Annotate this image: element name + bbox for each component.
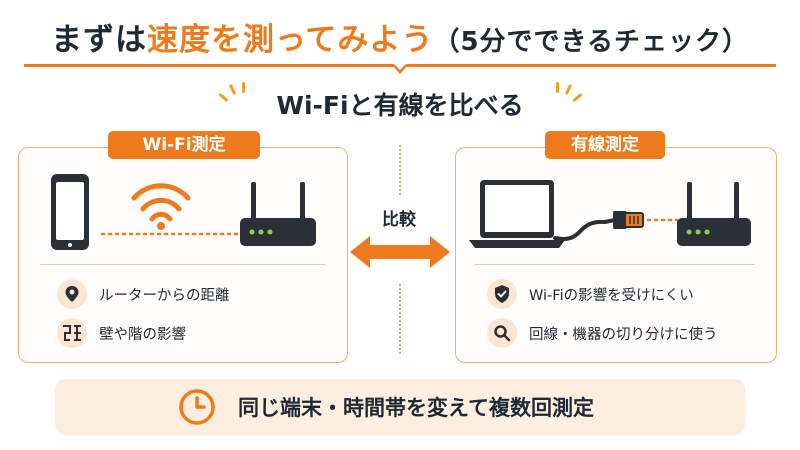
title-suffix: （5分でできるチェック） [433,27,750,57]
wifi-icon [131,183,191,230]
router-icon [240,182,316,246]
shield-check-icon [487,279,517,309]
ethernet-plug-icon [613,211,644,229]
smartphone-icon [51,174,89,250]
title-prefix: まずは [50,22,147,58]
title-accent: 速度を測ってみよう [146,22,434,58]
wifi-divider [40,264,325,265]
feature-wall-floor: 壁や階の影響 [57,318,186,348]
router-icon [677,182,751,246]
double-arrow-icon [350,236,450,268]
magnifier-icon [487,318,517,348]
feature-label: 回線・機器の切り分けに使う [529,326,718,343]
compare-label: 比較 [382,210,416,230]
location-pin-icon [57,279,87,309]
page-title: まずは速度を測ってみよう（5分でできるチェック） [0,14,800,59]
wired-illustration [469,180,751,248]
wall-icon [57,318,87,348]
wired-tag: 有線測定 [545,131,665,159]
wired-divider [475,264,755,265]
subtitle: Wi-Fiと有線を比べる [276,91,524,120]
feature-label: 壁や階の影響 [99,326,186,343]
center-dotted-bottom [399,284,401,354]
feature-router-distance: ルーターからの距離 [57,279,230,309]
footer-banner [55,379,745,435]
feature-label: ルーターからの距離 [99,287,230,304]
clock-icon [179,389,215,425]
feature-wifi-independent: Wi-Fiの影響を受けにくい [487,279,694,309]
feature-isolate-issue: 回線・機器の切り分けに使う [487,318,718,348]
wifi-illustration [51,174,316,250]
center-dotted-top [399,145,401,195]
wifi-tag: Wi-Fi測定 [108,131,260,159]
feature-label: Wi-Fiの影響を受けにくい [529,287,694,304]
laptop-icon [469,180,565,248]
footer-text: 同じ端末・時間帯を変えて複数回測定 [238,396,594,420]
